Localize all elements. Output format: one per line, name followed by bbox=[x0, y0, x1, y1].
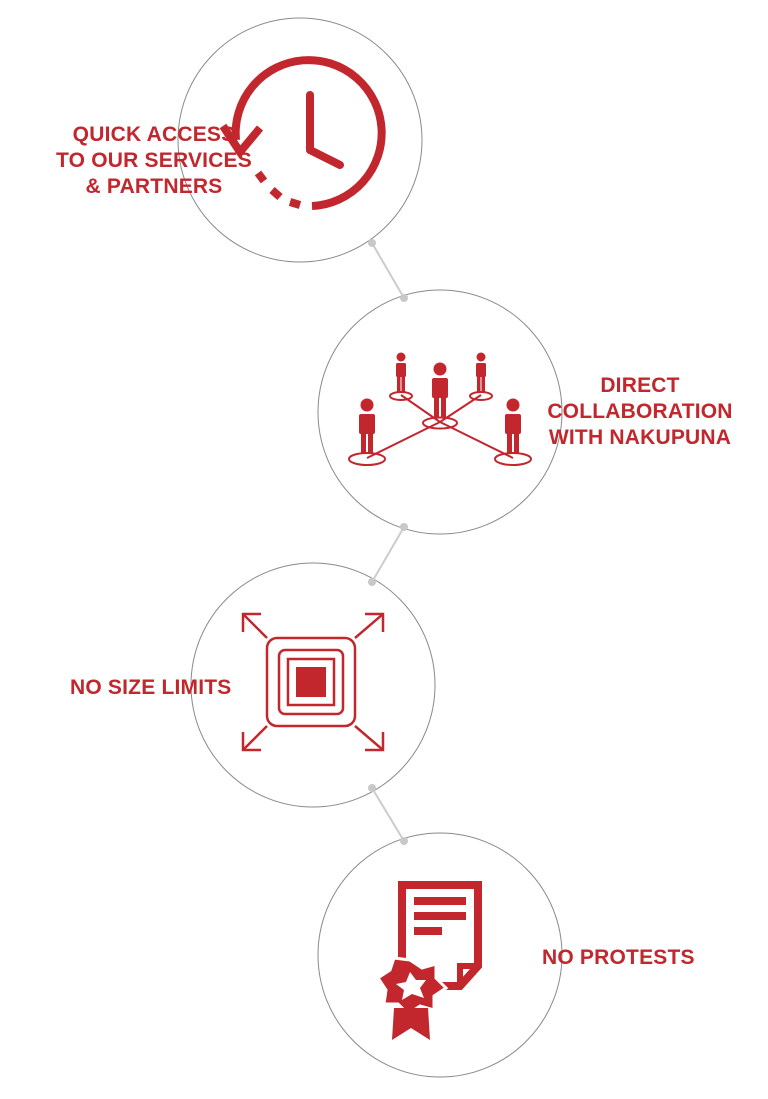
connector-3 bbox=[368, 784, 408, 845]
certificate-document-icon bbox=[375, 881, 482, 1040]
label-line: COLLABORATION bbox=[547, 400, 733, 423]
label-collaboration: DIRECT COLLABORATION WITH NAKUPUNA bbox=[535, 373, 745, 451]
network-people-icon bbox=[348, 352, 532, 466]
circle-collaboration bbox=[317, 289, 563, 535]
label-line: WITH NAKUPUNA bbox=[548, 426, 732, 449]
label-line: DIRECT bbox=[600, 374, 680, 397]
circle-size-limits bbox=[190, 562, 436, 808]
connector-1 bbox=[368, 239, 408, 302]
circle-protests bbox=[317, 832, 563, 1078]
circle-quick-access bbox=[177, 17, 423, 263]
label-line: NO SIZE LIMITS bbox=[70, 676, 232, 699]
label-line: NO PROTESTS bbox=[542, 946, 695, 969]
connector-2 bbox=[368, 523, 408, 586]
label-line: & PARTNERS bbox=[85, 175, 223, 198]
label-line: QUICK ACCESS bbox=[72, 123, 236, 146]
label-protests: NO PROTESTS bbox=[542, 945, 695, 971]
label-line: TO OUR SERVICES bbox=[56, 149, 252, 172]
expand-arrows-icon bbox=[241, 612, 385, 752]
label-size-limits: NO SIZE LIMITS bbox=[70, 675, 231, 701]
label-quick-access: QUICK ACCESS TO OUR SERVICES & PARTNERS bbox=[34, 122, 274, 200]
history-clock-icon bbox=[219, 56, 386, 210]
